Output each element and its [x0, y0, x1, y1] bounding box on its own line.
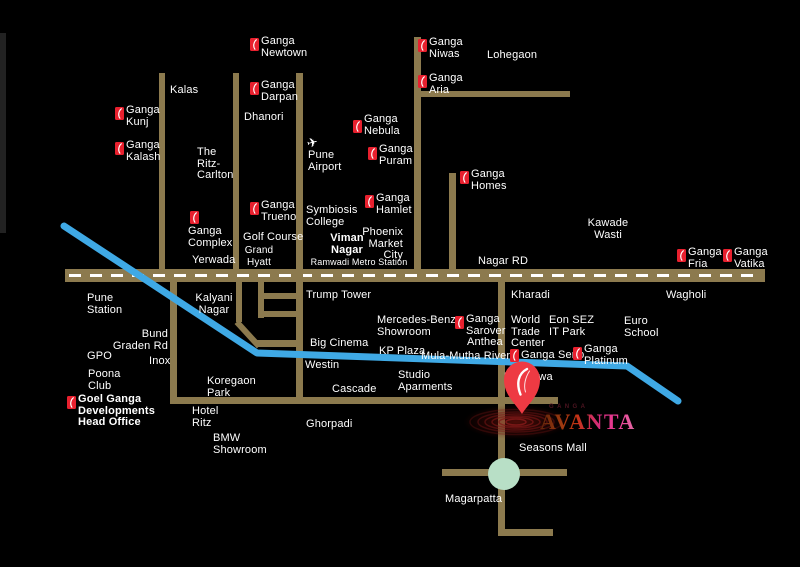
- ganga-hamlet-marker: [365, 195, 374, 208]
- place-label-euro-school: Euro School: [624, 315, 659, 339]
- ganga-platinum-marker: [573, 347, 582, 360]
- ganga-darpan-marker: [250, 82, 259, 95]
- road-dhanori-west: [233, 73, 239, 272]
- place-label-mula-mutha-river-label: Mula-Mutha River: [421, 350, 511, 362]
- place-label-ritz-carlton: The Ritz- Carlton: [197, 146, 234, 181]
- road-kalyani-diagonal: [234, 320, 262, 349]
- road-kalyani-stub: [236, 282, 242, 322]
- place-label-nagar-rd: Nagar RD: [478, 255, 529, 267]
- place-label-wagholi: Wagholi: [666, 289, 707, 301]
- goel-ganga-head-office-marker: [67, 396, 76, 409]
- place-label-anthea: Anthea: [467, 336, 503, 348]
- place-label-poona-club: Poona Club: [88, 368, 121, 392]
- place-label-bund-graden-rd: Bund Graden Rd: [112, 328, 168, 352]
- road-roundabout-east: [518, 469, 567, 476]
- ganga-fria-label: Ganga Fria: [688, 246, 722, 270]
- place-label-kawade-wasti: Kawade Wasti: [587, 217, 629, 241]
- place-label-ghorpadi: Ghorpadi: [306, 418, 353, 430]
- place-label-golf-course: Golf Course: [243, 231, 304, 243]
- ganga-newtown-marker: [250, 38, 259, 51]
- place-label-kalyani-nagar: Kalyani Nagar: [195, 292, 233, 316]
- ganga-complex-label: Ganga Complex: [188, 225, 233, 249]
- road-maze-lower: [256, 340, 303, 347]
- place-label-kharadi: Kharadi: [511, 289, 550, 301]
- ganga-kalash-label: Ganga Kalash: [126, 139, 161, 163]
- place-label-kp-plaza: KP Plaza: [379, 345, 426, 357]
- ganga-platinum-label: Ganga Platinum: [584, 343, 628, 367]
- ganga-vatika-label: Ganga Vatika: [734, 246, 768, 270]
- place-label-ramwadi-metro-station: Ramwadi Metro Station: [310, 257, 408, 267]
- ganga-vatika-marker: [723, 249, 732, 262]
- place-label-hotel-ritz: Hotel Ritz: [192, 405, 219, 429]
- ganga-darpan-label: Ganga Darpan: [261, 79, 298, 103]
- place-label-trump-tower: Trump Tower: [306, 289, 372, 301]
- place-label-viman-nagar: Viman Nagar: [330, 232, 364, 256]
- brand-avanta-logo: AVANTA: [540, 409, 636, 434]
- ganga-sarover-label: Ganga Sarover: [466, 313, 506, 337]
- place-label-koregaon-park: Koregaon Park: [207, 375, 256, 399]
- place-label-cascade: Cascade: [332, 383, 377, 395]
- ganga-complex-marker: [190, 211, 199, 224]
- road-lohegaon-branch: [414, 91, 570, 97]
- ganga-niwas-marker: [418, 39, 427, 52]
- road-kalyani-west: [170, 282, 177, 404]
- ganga-newtown-label: Ganga Newtown: [261, 35, 308, 59]
- road-magarpatta-stub: [500, 529, 553, 536]
- place-label-big-cinema: Big Cinema: [310, 337, 369, 349]
- ganga-homes-marker: [460, 171, 469, 184]
- place-label-eon-sez-it-park: Eon SEZ IT Park: [549, 314, 595, 338]
- scan-edge-artifact: [0, 33, 6, 233]
- place-label-grand-hyatt: Grand Hyatt: [244, 245, 274, 268]
- place-label-gpo: GPO: [87, 350, 112, 362]
- ganga-nebula-marker: [353, 120, 362, 133]
- ganga-niwas-label: Ganga Niwas: [429, 36, 463, 60]
- ganga-kunj-marker: [115, 107, 124, 120]
- site-location-pin: [504, 361, 540, 414]
- road-maze-top: [258, 293, 303, 299]
- place-label-westin: Westin: [305, 359, 340, 371]
- road-lohegaon-vertical: [414, 37, 421, 272]
- ganga-trueno-label: Ganga Trueno: [261, 199, 297, 223]
- place-label-bmw-showroom: BMW Showroom: [213, 432, 267, 456]
- place-label-yerwada: Yerwada: [192, 254, 236, 266]
- ganga-aria-label: Ganga Aria: [429, 72, 463, 96]
- ganga-sarover-marker: [455, 316, 464, 329]
- road-maze-bottom: [258, 311, 303, 317]
- place-label-pune-station: Pune Station: [87, 292, 123, 316]
- place-label-kalas: Kalas: [170, 84, 199, 96]
- brand-ganga-word: GANGA: [549, 404, 589, 410]
- road-center-dashes: [69, 274, 761, 277]
- ganga-trueno-marker: [250, 202, 259, 215]
- place-label-seasons-mall: Seasons Mall: [519, 442, 587, 454]
- road-ganga-homes: [449, 173, 456, 272]
- road-roundabout-west: [442, 469, 490, 476]
- ganga-nebula-label: Ganga Nebula: [364, 113, 400, 137]
- magarpatta-roundabout: [488, 458, 520, 490]
- place-label-dhanori: Dhanori: [244, 111, 284, 123]
- ganga-kunj-label: Ganga Kunj: [126, 104, 160, 128]
- ganga-aria-marker: [418, 75, 427, 88]
- place-label-inox: Inox: [149, 355, 171, 367]
- goel-ganga-head-office-label: Goel Ganga Developments Head Office: [78, 393, 155, 428]
- place-label-symbiosis-college: Symbiosis College: [306, 204, 358, 228]
- place-label-world-trade-center: World Trade Center: [511, 314, 545, 349]
- place-label-mercedes-benz-showroom: Mercedes-Benz Showroom: [377, 314, 456, 338]
- ganga-homes-label: Ganga Homes: [471, 168, 507, 192]
- place-label-magarpatta: Magarpatta: [445, 493, 503, 505]
- ganga-puram-marker: [368, 147, 377, 160]
- ganga-hamlet-label: Ganga Hamlet: [376, 192, 412, 216]
- ganga-fria-marker: [677, 249, 686, 262]
- place-label-lohegaon: Lohegaon: [487, 49, 538, 61]
- ganga-puram-label: Ganga Puram: [379, 143, 413, 167]
- place-label-pune-airport: Pune Airport: [308, 149, 342, 173]
- ganga-kalash-marker: [115, 142, 124, 155]
- road-kalas: [159, 73, 165, 272]
- place-label-studio-aparments: Studio Aparments: [398, 369, 453, 393]
